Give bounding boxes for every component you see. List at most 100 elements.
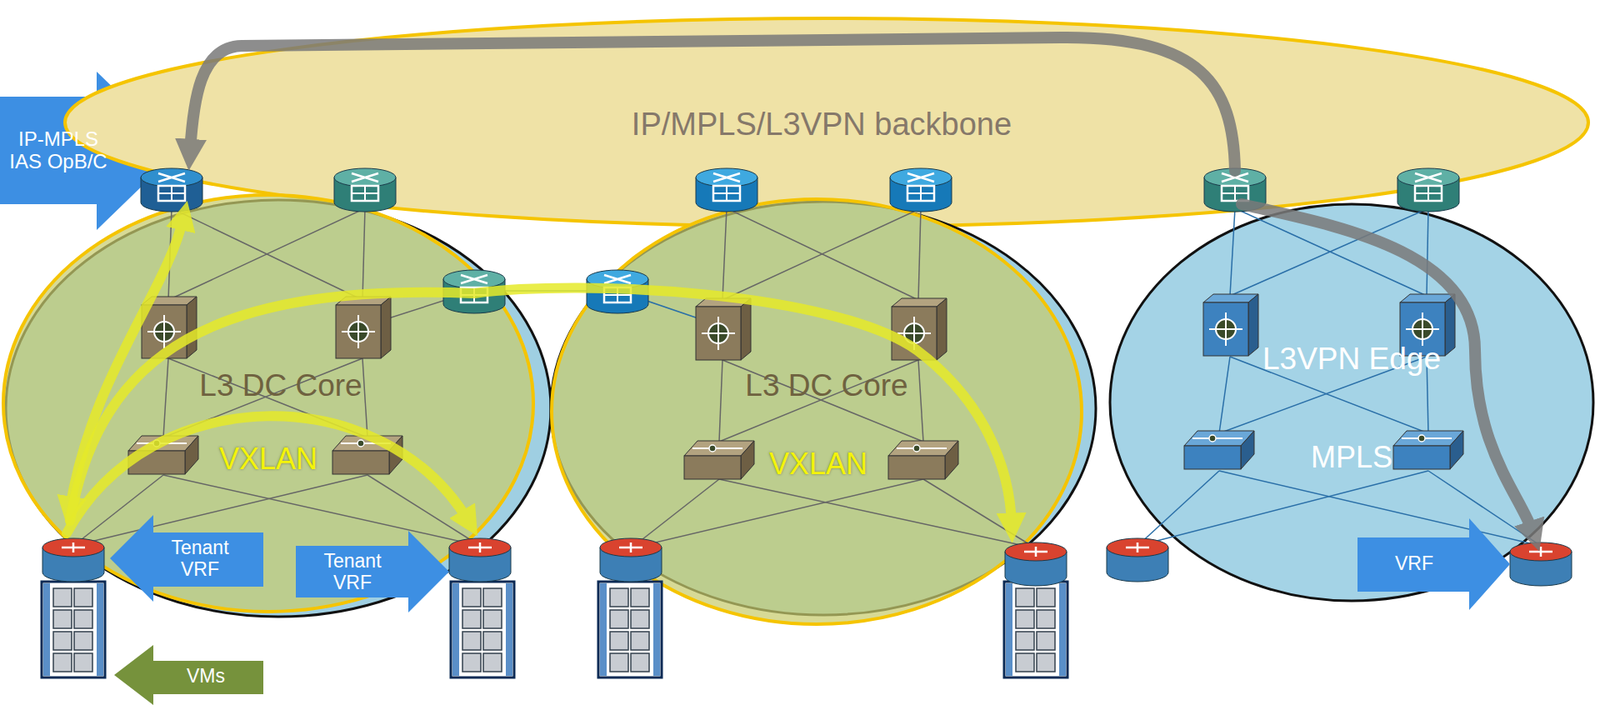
shape-part <box>351 173 379 182</box>
arrow-shape <box>110 515 264 602</box>
shape-part <box>61 542 85 553</box>
node-label: Tenant VRF <box>154 537 246 581</box>
spine-switch-icon <box>1203 294 1259 356</box>
link-mesh <box>73 208 1541 549</box>
shape-part <box>186 296 197 359</box>
shape-part <box>462 631 481 650</box>
shape-part <box>42 538 105 557</box>
link-line <box>1230 208 1235 296</box>
shape-part <box>351 185 379 201</box>
shape-part <box>334 168 396 187</box>
router-icon <box>42 538 105 582</box>
shape-part <box>43 583 50 676</box>
shape-part <box>1015 610 1035 629</box>
spine-switch-icon <box>695 298 751 360</box>
shape-part <box>53 631 72 650</box>
shape-part <box>600 583 607 676</box>
leaf-switch-icon <box>888 440 959 480</box>
node-label: IP/MPLS/L3VPN backbone <box>530 106 1114 143</box>
shape-part <box>1415 185 1442 201</box>
shape-part <box>1005 583 1013 676</box>
shape-part <box>695 306 741 360</box>
shape-part <box>1125 542 1150 553</box>
shape-part <box>1036 610 1055 629</box>
shape-part <box>913 445 920 452</box>
arrow-shape <box>295 530 450 613</box>
shape-part <box>1192 437 1243 440</box>
shape-part <box>468 542 492 553</box>
link-line <box>918 208 921 300</box>
node-label: L3 DC Core <box>676 368 977 403</box>
shape-part <box>600 538 662 557</box>
shape-part <box>1059 583 1066 676</box>
callout-arrow: VMs <box>114 645 264 705</box>
shape-part <box>351 185 379 201</box>
link-line <box>168 208 365 300</box>
shape-part <box>1004 581 1068 678</box>
spine-switch-icon <box>335 296 391 359</box>
node-label: L3VPN Edge <box>1201 341 1502 376</box>
shape-part <box>1400 302 1445 356</box>
link-line <box>918 360 924 442</box>
yellow-flow <box>70 288 1012 525</box>
shape-part <box>619 542 643 553</box>
shape-part <box>1036 588 1055 607</box>
server-rack-icon <box>450 581 515 678</box>
shape-part <box>610 653 629 672</box>
router-icon <box>1005 542 1067 586</box>
link-line <box>163 358 169 438</box>
shape-part <box>610 631 629 650</box>
shape-part <box>96 583 104 676</box>
shape-part <box>53 653 72 672</box>
shape-part <box>74 653 93 672</box>
node-label: Tenant VRF <box>306 550 399 595</box>
shape-part <box>74 631 93 650</box>
shape-part <box>604 275 631 284</box>
network-devices <box>41 168 1572 678</box>
leaf-switch-icon <box>1184 430 1255 470</box>
node-label: VRF <box>1368 553 1460 575</box>
shape-part <box>598 581 662 678</box>
server-rack-icon <box>1004 581 1068 678</box>
shape-part <box>1445 294 1455 356</box>
shape-part <box>630 610 650 629</box>
shape-part <box>1221 185 1249 201</box>
shape-part <box>462 653 481 672</box>
router-icon <box>334 168 396 212</box>
link-line <box>1219 356 1230 434</box>
shape-part <box>341 315 375 349</box>
shape-part <box>1415 185 1442 201</box>
gray-flow <box>1241 204 1534 534</box>
shape-part <box>1015 653 1035 672</box>
router-icon <box>449 538 511 582</box>
shape-part <box>41 581 105 678</box>
router-icon <box>890 168 952 212</box>
shape-part <box>158 185 185 201</box>
shape-part <box>380 296 391 359</box>
link-line <box>362 358 368 438</box>
shape-part <box>483 610 502 629</box>
router-icon <box>695 168 758 212</box>
shape-part <box>630 653 650 672</box>
shape-part <box>610 610 629 629</box>
shape-part <box>1240 430 1255 470</box>
node-label: VXLAN <box>710 447 927 481</box>
node-label: IP-MPLS IAS OpB/C <box>6 128 111 174</box>
shape-part <box>158 185 185 201</box>
leaf-switch-icon <box>1393 430 1464 470</box>
callout-arrow: Tenant VRF <box>295 530 450 613</box>
shape-part <box>140 168 203 187</box>
traffic-flows <box>66 37 1534 534</box>
shape-part <box>695 168 758 187</box>
link-line <box>722 208 727 300</box>
shape-part <box>692 447 743 450</box>
shape-part <box>740 440 755 480</box>
shape-part <box>53 610 72 629</box>
node-label: VMs <box>160 665 252 688</box>
shape-part <box>1036 653 1055 672</box>
callout-arrow: Tenant VRF <box>110 515 264 602</box>
shape-part <box>945 440 959 480</box>
link-line <box>73 475 368 546</box>
shape-part <box>1036 631 1055 650</box>
